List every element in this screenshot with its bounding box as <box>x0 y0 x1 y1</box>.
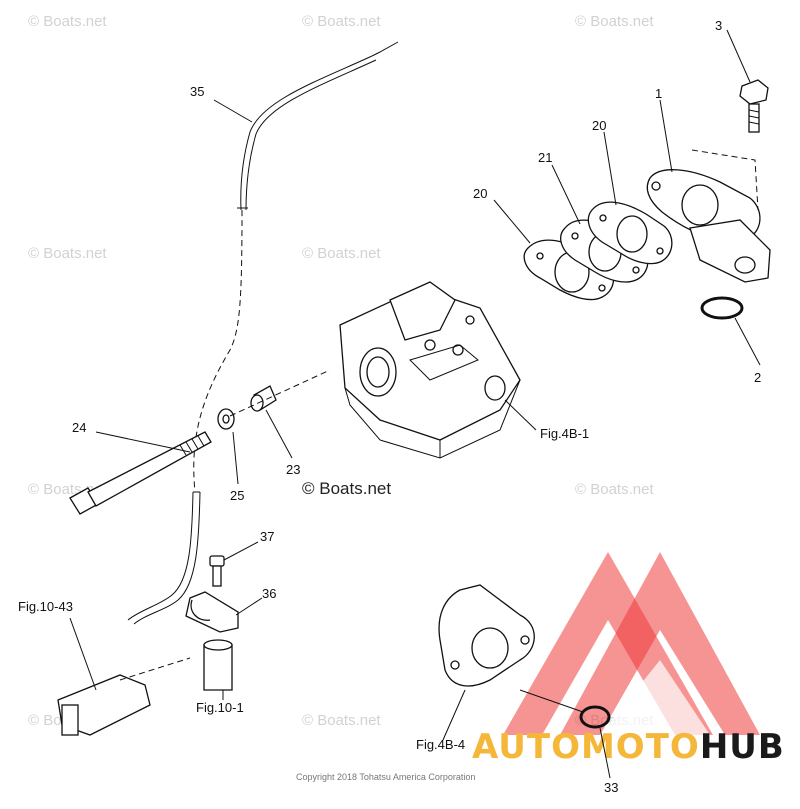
watermarks: © Boats.net © Boats.net © Boats.net © Bo… <box>28 13 654 729</box>
callout-fig4b-1: Fig.4B-1 <box>540 426 589 441</box>
collar-23 <box>250 385 277 412</box>
plate-fig4b-4 <box>438 584 535 687</box>
watermark: © Boats.net <box>28 13 107 30</box>
callout-37: 37 <box>260 529 274 544</box>
callout-fig4b-4: Fig.4B-4 <box>416 737 465 752</box>
intake-manifold-1 <box>646 149 771 283</box>
logo: AUTOMOTOHUB <box>472 552 785 767</box>
callout-36: 36 <box>262 586 276 601</box>
watermark: © Boats.net <box>302 13 381 30</box>
watermark-center: © Boats.net <box>302 479 391 498</box>
watermark: © Boats.net <box>302 245 381 262</box>
washer-25 <box>217 408 235 430</box>
callout-25: 25 <box>230 488 244 503</box>
assembly-line <box>229 369 331 417</box>
callouts: 3 1 20 21 20 2 Fig.4B-1 35 24 25 23 37 3… <box>18 18 761 795</box>
callout-35: 35 <box>190 84 204 99</box>
o-ring-33 <box>579 705 611 729</box>
callout-24: 24 <box>72 420 86 435</box>
callout-fig10-1: Fig.10-1 <box>196 700 244 715</box>
post-fig10-1 <box>203 639 233 691</box>
callout-23: 23 <box>286 462 300 477</box>
bolt-3 <box>739 79 769 133</box>
callout-2: 2 <box>754 370 761 385</box>
bolt-24 <box>69 431 212 515</box>
callout-33: 33 <box>604 780 618 795</box>
carburetor <box>339 281 521 459</box>
callout-20: 20 <box>473 186 487 201</box>
watermark: © Boats.net <box>575 481 654 498</box>
o-ring-2 <box>700 296 744 320</box>
callout-1: 1 <box>655 86 662 101</box>
logo-text-automoto: AUTOMOTOHUB <box>472 727 785 767</box>
clamp-36 <box>185 591 239 633</box>
watermark: © Boats.net <box>28 245 107 262</box>
screw-37 <box>209 555 225 587</box>
callout-3: 3 <box>715 18 722 33</box>
callout-fig10-43: Fig.10-43 <box>18 599 73 614</box>
gasket-20-right <box>587 201 673 265</box>
part-fig10-43 <box>57 657 191 736</box>
leader-lines <box>69 29 761 779</box>
watermark: © Boats.net <box>575 13 654 30</box>
watermark: © Boats.net <box>302 712 381 729</box>
throttle-cable <box>127 41 399 625</box>
callout-21: 21 <box>538 150 552 165</box>
copyright-notice: Copyright 2018 Tohatsu America Corporati… <box>296 772 475 782</box>
callout-20: 20 <box>592 118 606 133</box>
